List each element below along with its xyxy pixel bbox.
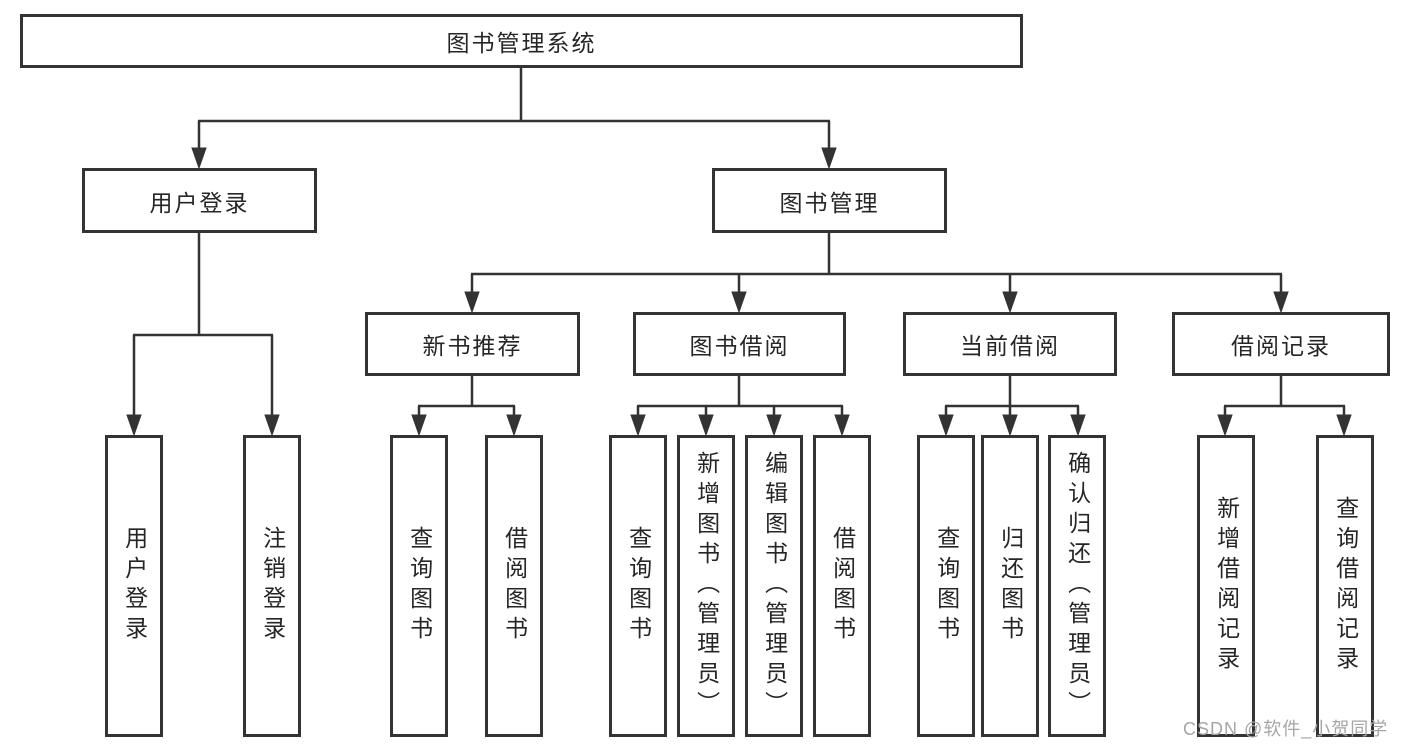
node-root-system: 图书管理系统 (20, 14, 1023, 68)
book-mgmt-split-line (470, 233, 1283, 294)
leaf-query-books-current: 查询图书 (917, 435, 975, 737)
node-book-borrow: 图书借阅 (633, 312, 846, 376)
root-split-line (197, 67, 831, 150)
leaf-confirm-return-admin: 确认归还（管理员） (1048, 435, 1106, 737)
node-user-login: 用户登录 (82, 168, 317, 233)
leaf-query-books-borrow: 查询图书 (609, 435, 667, 737)
leaf-user-login: 用户登录 (105, 435, 163, 737)
leaf-borrow-books-recommend: 借阅图书 (485, 435, 543, 737)
node-new-book-recommend: 新书推荐 (365, 312, 580, 376)
leaf-return-books: 归还图书 (981, 435, 1039, 737)
leaf-borrow-books: 借阅图书 (813, 435, 871, 737)
borrow-records-split-line (1223, 376, 1346, 417)
leaf-edit-books-admin: 编辑图书（管理员） (745, 435, 803, 737)
leaf-add-borrow-record: 新增借阅记录 (1197, 435, 1255, 737)
current-borrow-split-line (944, 376, 1080, 417)
book-borrow-split-line (636, 376, 844, 417)
csdn-watermark: CSDN @软件_小贺同学 (1183, 719, 1389, 739)
leaf-query-borrow-record: 查询借阅记录 (1316, 435, 1374, 737)
user-login-split-line (132, 233, 274, 417)
leaf-logout-login: 注销登录 (243, 435, 301, 737)
leaf-add-books-admin: 新增图书（管理员） (677, 435, 735, 737)
node-current-borrow: 当前借阅 (903, 312, 1117, 376)
node-book-management: 图书管理 (712, 168, 947, 233)
new-book-split-line (417, 376, 516, 417)
node-borrow-records: 借阅记录 (1172, 312, 1390, 376)
leaf-query-books-recommend: 查询图书 (390, 435, 448, 737)
